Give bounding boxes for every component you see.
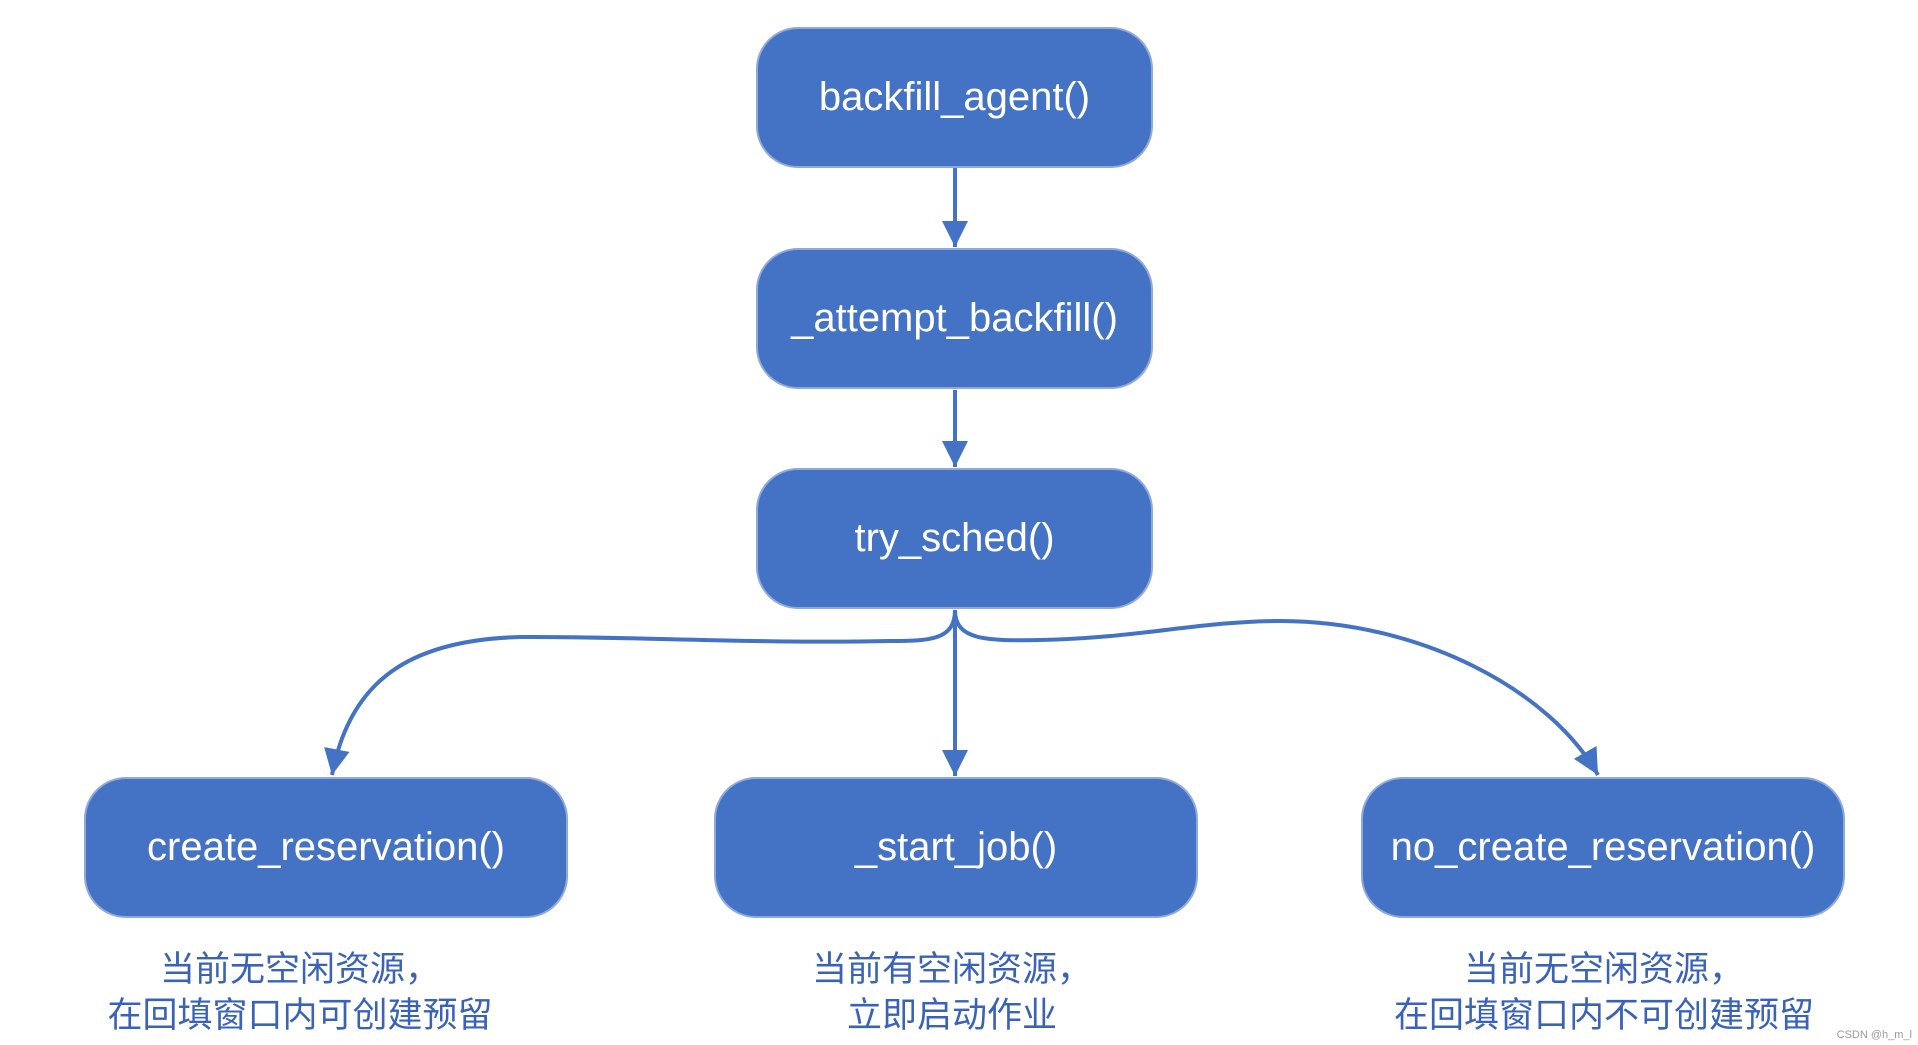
caption-no-create-reservation: 当前无空闲资源， 在回填窗口内不可创建预留 <box>1304 947 1904 1039</box>
node-label: backfill_agent() <box>818 75 1091 119</box>
node-no-create-reservation: no_create_reservation() <box>1361 777 1845 918</box>
arrow-try-sched-to-no-create-reservation <box>953 609 1600 776</box>
node-label: _attempt_backfill() <box>791 296 1118 340</box>
caption-start-job: 当前有空闲资源， 立即启动作业 <box>652 947 1252 1039</box>
caption-line: 在回填窗口内可创建预留 <box>107 996 493 1036</box>
node-label: _start_job() <box>854 825 1058 869</box>
node-start-job: _start_job() <box>714 777 1198 918</box>
node-try-sched: try_sched() <box>756 468 1153 609</box>
node-attempt-backfill: _attempt_backfill() <box>756 248 1153 389</box>
caption-create-reservation: 当前无空闲资源， 在回填窗口内可创建预留 <box>0 947 600 1039</box>
caption-line: 在回填窗口内不可创建预留 <box>1393 996 1814 1036</box>
caption-line: 当前有空闲资源， <box>811 950 1092 990</box>
node-label: create_reservation() <box>147 825 505 869</box>
node-backfill-agent: backfill_agent() <box>756 27 1153 168</box>
caption-line: 当前无空闲资源， <box>1463 950 1744 990</box>
caption-line: 立即启动作业 <box>846 996 1057 1036</box>
node-label: no_create_reservation() <box>1390 825 1816 869</box>
node-label: try_sched() <box>854 516 1055 560</box>
node-create-reservation: create_reservation() <box>84 777 568 918</box>
caption-line: 当前无空闲资源， <box>159 950 440 990</box>
watermark: CSDN @h_m_l <box>1836 1029 1912 1041</box>
arrow-try-sched-to-create-reservation <box>324 609 957 776</box>
